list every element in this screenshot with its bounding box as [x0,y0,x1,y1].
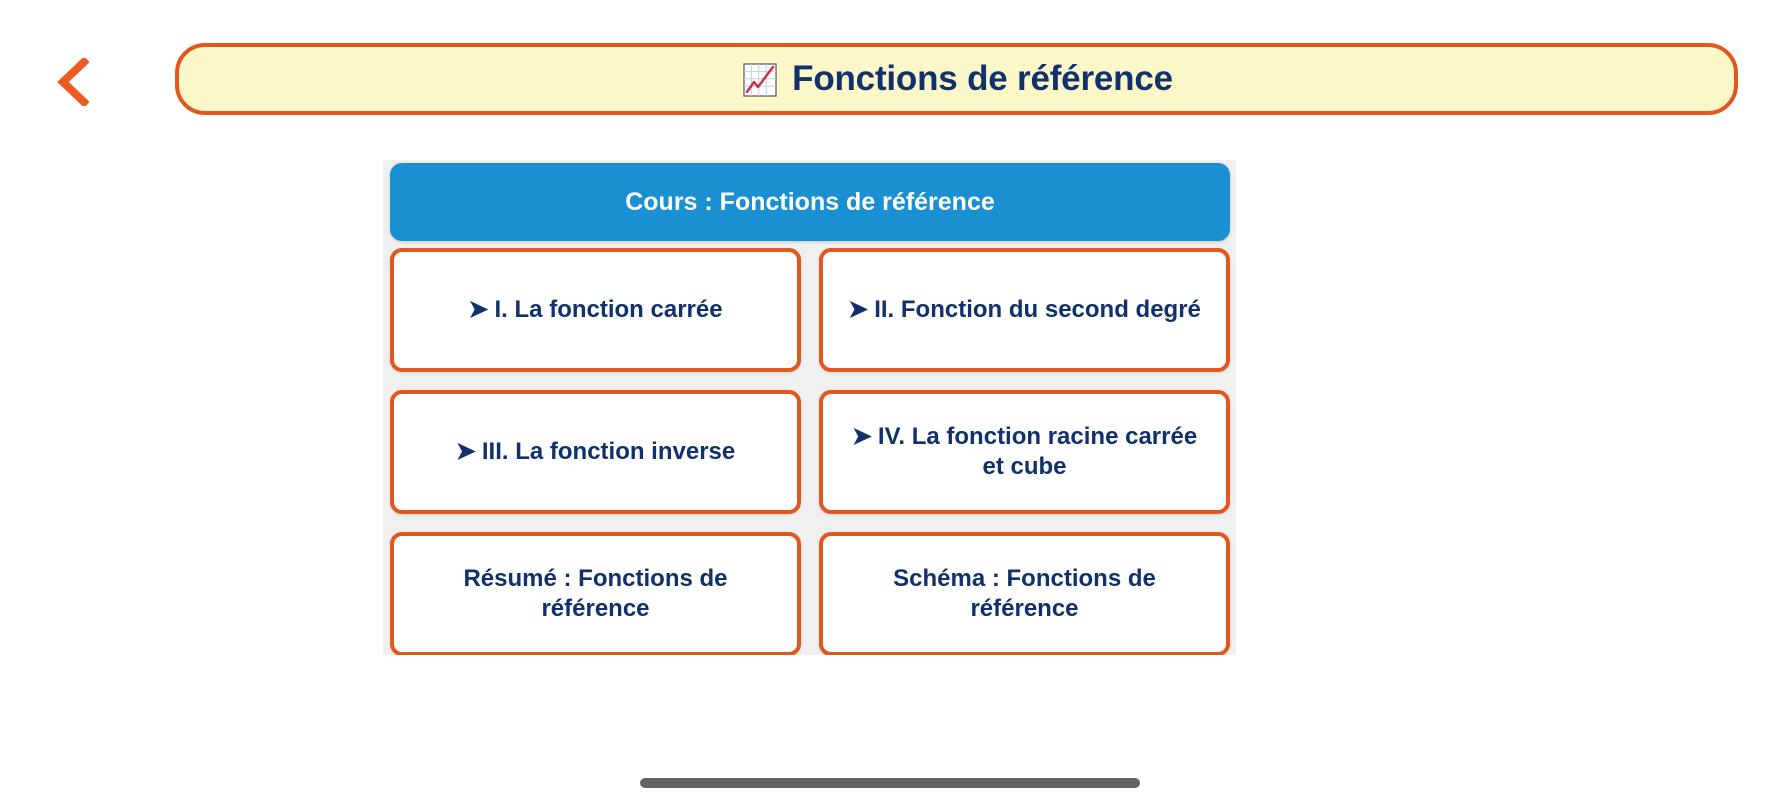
chapter-card-3-label: III. La fonction inverse [481,438,736,465]
schema-card[interactable]: Schéma : Fonctions de référence [819,532,1230,655]
resume-card-label: Résumé : Fonctions de référence [463,565,728,622]
arrow-icon: ➤ [468,296,489,323]
page-title-banner: Fonctions de référence [175,43,1738,115]
chapter-card-1[interactable]: ➤I. La fonction carrée [390,248,801,372]
chapter-card-grid: ➤I. La fonction carrée ➤II. Fonction du … [390,248,1230,655]
schema-card-label: Schéma : Fonctions de référence [893,565,1156,622]
chapter-card-4[interactable]: ➤IV. La fonction racine carrée et cube [819,390,1230,514]
arrow-icon: ➤ [848,296,869,323]
chapter-card-4-text: ➤IV. La fonction racine carrée et cube [839,422,1210,482]
chapter-card-2-text: ➤II. Fonction du second degré [848,295,1201,325]
cours-button[interactable]: Cours : Fonctions de référence [390,163,1230,241]
arrow-icon: ➤ [455,438,476,465]
chapter-card-4-label: IV. La fonction racine carrée et cube [877,423,1198,480]
schema-card-text: Schéma : Fonctions de référence [839,564,1210,624]
back-button[interactable] [42,52,102,112]
resume-card[interactable]: Résumé : Fonctions de référence [390,532,801,655]
top-bar: Fonctions de référence [0,0,1778,158]
chapter-card-1-text: ➤I. La fonction carrée [468,295,722,325]
chapter-card-1-label: I. La fonction carrée [494,296,723,323]
chapter-card-3-text: ➤III. La fonction inverse [456,437,736,467]
arrow-icon: ➤ [851,423,872,450]
content-panel: Cours : Fonctions de référence ➤I. La fo… [383,160,1236,655]
home-indicator[interactable] [640,778,1140,788]
chapter-card-2[interactable]: ➤II. Fonction du second degré [819,248,1230,372]
page-title: Fonctions de référence [792,59,1173,98]
cours-button-label: Cours : Fonctions de référence [625,187,995,216]
chapter-card-2-label: II. Fonction du second degré [874,296,1201,323]
resume-card-text: Résumé : Fonctions de référence [410,564,781,624]
chart-increasing-emoji-icon [743,63,777,97]
chapter-card-3[interactable]: ➤III. La fonction inverse [390,390,801,514]
chevron-left-icon [57,58,89,106]
